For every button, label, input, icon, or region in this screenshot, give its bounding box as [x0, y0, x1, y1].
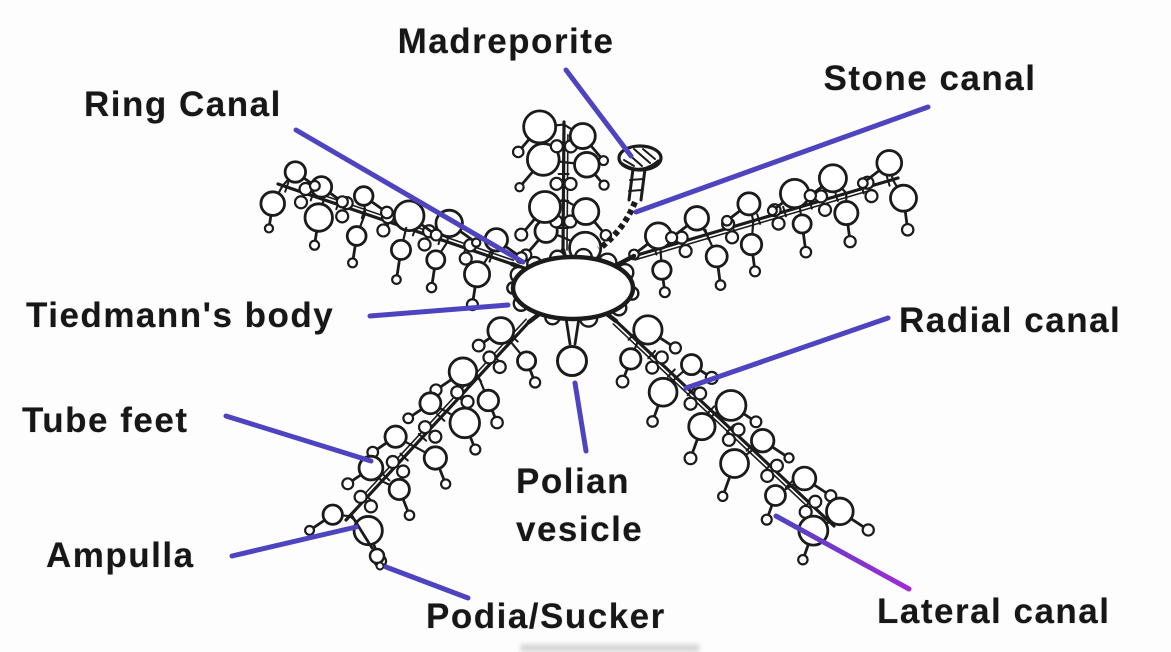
leader-ampulla [229, 524, 359, 559]
label-podia-sucker: Podia/Sucker [426, 597, 666, 636]
label-ring-canal: Ring Canal [84, 85, 282, 124]
label-ampulla: Ampulla [46, 536, 195, 575]
label-madreporite: Madreporite [397, 22, 615, 61]
label-polian-vesicle: Polian vesicle [516, 462, 644, 549]
label-tube-feet: Tube feet [22, 401, 189, 440]
label-tiedmanns-body: Tiedmann's body [26, 296, 335, 335]
leader-stone-canal [633, 104, 931, 215]
leader-radial-canal [683, 315, 891, 391]
leader-madreporite [563, 67, 634, 159]
leader-lines [223, 67, 931, 601]
label-lateral-canal: Lateral canal [877, 592, 1111, 631]
leader-podia-sucker [383, 564, 471, 601]
starfish-drawing [259, 109, 918, 571]
leader-ring-canal [293, 127, 526, 265]
leader-tube-feet [223, 413, 374, 464]
leader-polian-vesicle [572, 380, 589, 454]
leader-lateral-canal [773, 513, 912, 592]
leader-tiedmanns-body [367, 302, 511, 319]
scan-smudge [520, 644, 700, 652]
label-stone-canal: Stone canal [823, 59, 1037, 98]
label-radial-canal: Radial canal [899, 301, 1122, 340]
